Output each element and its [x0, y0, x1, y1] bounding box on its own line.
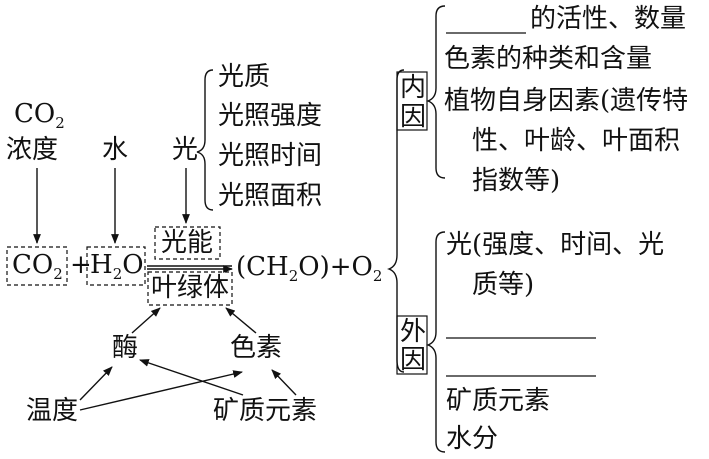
external-item-water: 水分 [446, 424, 499, 454]
mineral-to-pigment-arrow [271, 369, 297, 396]
light-aspect-quality: 光质 [218, 62, 271, 92]
pigment-arrow [225, 307, 257, 334]
mineral-to-enzyme-arrow [139, 359, 244, 396]
co2-box [6, 246, 68, 286]
equation-h2o: H2O [90, 250, 144, 283]
light-energy-box [154, 226, 221, 260]
external-brace [426, 231, 446, 453]
co2-factor-label: CO2 [14, 99, 65, 132]
light-aspect-intensity: 光照强度 [218, 101, 323, 131]
enzyme-label: 酶 [112, 333, 139, 363]
light-factor-label: 光 [172, 135, 199, 165]
mineral-label: 矿质元素 [213, 396, 318, 426]
internal-brace [426, 5, 446, 179]
temp-to-pigment-arrow [79, 370, 243, 411]
internal-item-plant-2: 性、叶龄、叶面积 [472, 126, 681, 156]
light-aspect-area: 光照面积 [218, 181, 323, 211]
equation-co2: CO2 [12, 250, 63, 283]
temp-to-enzyme-arrow [79, 366, 113, 401]
light-aspects-brace [196, 69, 214, 211]
chloroplast-box [147, 271, 233, 306]
chloroplast-label: 叶绿体 [151, 273, 230, 303]
external-item-light-1: 光(强度、时间、光 [446, 230, 665, 260]
co2-concentration-label: 浓度 [6, 135, 59, 165]
water-factor-label: 水 [102, 135, 129, 165]
equation-plus: + [70, 250, 92, 280]
internal-item-plant-1: 植物自身因素(遗传特 [444, 86, 689, 116]
equation-product: (CH2O)+O2 [236, 252, 383, 285]
pigment-label: 色素 [230, 333, 283, 363]
external-label-1: 外 [400, 317, 427, 347]
internal-item-pigment: 色素的种类和含量 [444, 44, 653, 74]
enzyme-arrow [131, 307, 161, 334]
light-energy-label: 光能 [161, 228, 214, 258]
internal-item-plant-3: 指数等) [472, 166, 561, 196]
internal-label-2: 因 [400, 102, 427, 132]
light-aspect-duration: 光照时间 [218, 141, 323, 171]
external-label-2: 因 [400, 345, 427, 375]
internal-label-1: 内 [400, 73, 427, 103]
internal-item-enzyme: 的活性、数量 [530, 4, 687, 34]
external-item-mineral: 矿质元素 [446, 386, 551, 416]
temperature-label: 温度 [26, 396, 79, 426]
external-item-light-2: 质等) [472, 270, 535, 300]
h2o-box [86, 246, 146, 286]
